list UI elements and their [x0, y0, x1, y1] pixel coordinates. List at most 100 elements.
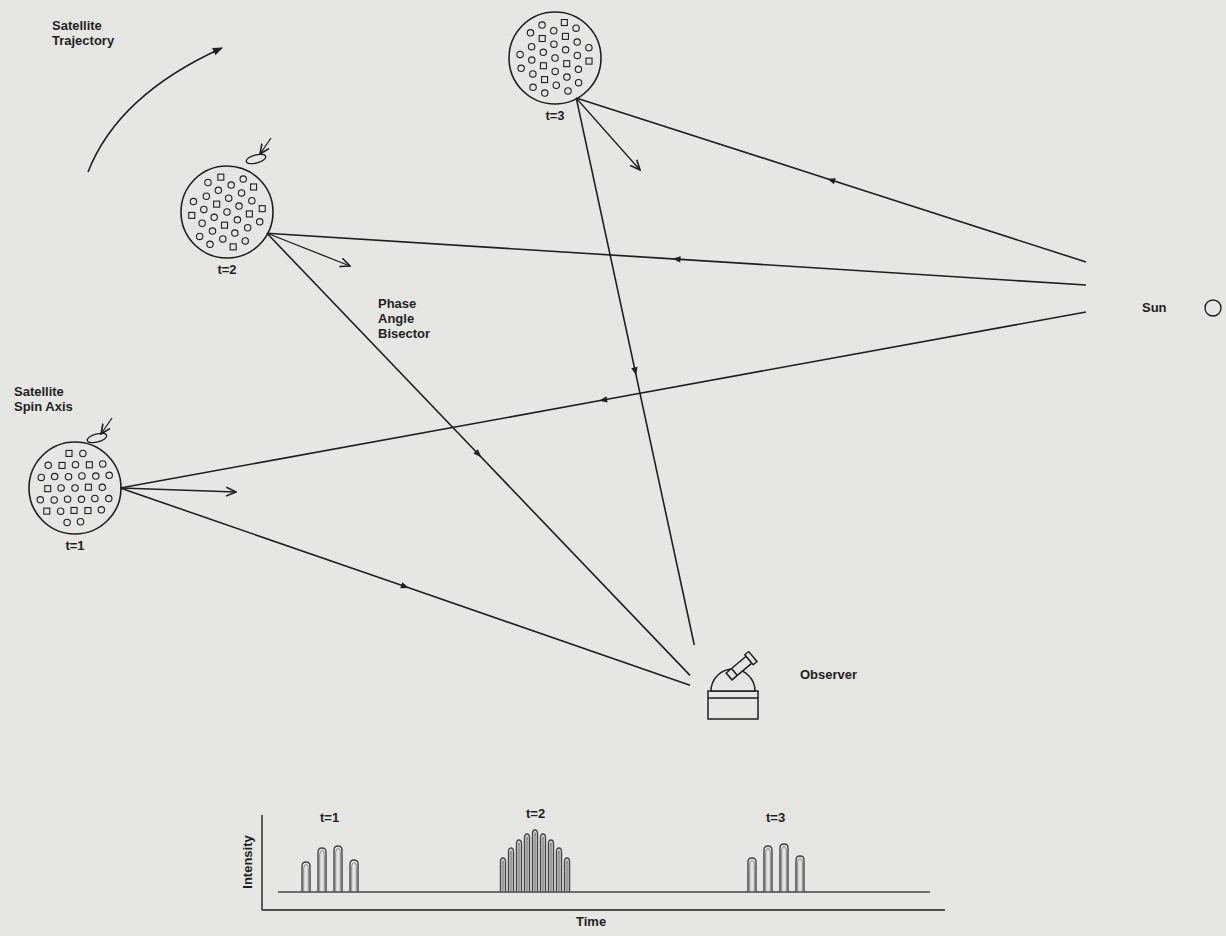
light-ray: [267, 233, 690, 675]
solar-cell: [530, 84, 536, 90]
glint-pulse: [782, 847, 787, 893]
observer-station: Observer: [690, 645, 870, 730]
bisector-label: Phase Angle Bisector: [376, 296, 432, 341]
satellite-body: [507, 10, 603, 106]
glint-pulse: [766, 849, 771, 893]
glint-pulses: [302, 830, 804, 892]
solar-cell: [517, 51, 523, 57]
solar-cell: [203, 193, 209, 199]
solar-cell: [257, 219, 263, 225]
solar-cell: [85, 508, 91, 514]
node-label: t=1: [27, 538, 123, 553]
solar-cell: [106, 472, 112, 478]
solar-cell: [540, 49, 546, 55]
bisector-arrow: [577, 99, 640, 170]
solar-cell: [51, 473, 57, 479]
solar-cell: [215, 187, 221, 193]
solar-cell: [574, 52, 580, 58]
glint-pulse: [525, 834, 530, 892]
satellite-body: [179, 164, 275, 260]
light-ray: [267, 233, 1086, 285]
solar-cell: [72, 485, 78, 491]
glint-pulse: [750, 861, 755, 893]
glint-pulse: [764, 846, 772, 892]
x-axis: [262, 909, 945, 910]
glint-pulse: [534, 833, 536, 893]
solar-cell: [542, 90, 548, 96]
light-ray: [120, 488, 690, 685]
solar-cell: [564, 74, 570, 80]
solar-cell: [45, 462, 51, 468]
solar-cell: [244, 225, 250, 231]
solar-cell: [562, 47, 568, 53]
glint-pulse: [501, 858, 506, 892]
glint-pulse: [565, 858, 570, 892]
solar-cell: [98, 507, 104, 513]
solar-cell: [78, 496, 84, 502]
glint-pulse: [542, 837, 544, 893]
glint-pulse: [541, 834, 546, 892]
pulse-group-label: t=2: [524, 806, 547, 821]
solar-cell: [38, 474, 44, 480]
solar-cell: [57, 508, 63, 514]
solar-cell: [552, 55, 558, 61]
solar-cell: [575, 80, 581, 86]
solar-cell: [230, 244, 236, 250]
solar-cell: [85, 484, 91, 490]
solar-cell: [51, 497, 57, 503]
solar-cell: [199, 220, 205, 226]
light-ray: [576, 98, 1086, 262]
solar-cell: [530, 71, 536, 77]
satellite: t=1: [27, 440, 123, 553]
satellite-outline: [509, 12, 601, 104]
solar-cell: [222, 222, 228, 228]
spin-axis-symbol: [86, 418, 112, 444]
glint-pulse: [550, 843, 552, 893]
solar-cell: [64, 519, 70, 525]
solar-cell: [565, 88, 571, 94]
node-label: t=2: [179, 262, 275, 277]
solar-cell: [539, 22, 545, 28]
solar-cell: [201, 206, 207, 212]
solar-cell: [542, 77, 548, 83]
satellite-outline: [29, 442, 121, 534]
solar-cell: [249, 198, 255, 204]
glint-pulse: [526, 837, 528, 893]
solar-cell: [79, 473, 85, 479]
solar-cell: [80, 450, 86, 456]
solar-cell: [225, 195, 231, 201]
glint-pulse: [509, 848, 514, 892]
node-label: Observer: [800, 645, 870, 682]
glint-pulse: [558, 851, 560, 893]
solar-cell: [552, 68, 558, 74]
solar-cell: [224, 209, 230, 215]
y-axis: [261, 815, 262, 910]
solar-cell: [228, 182, 234, 188]
solar-cell: [209, 228, 215, 234]
solar-cell: [77, 519, 83, 525]
solar-cell: [539, 35, 545, 41]
solar-cell: [259, 206, 265, 212]
solar-cell: [232, 230, 238, 236]
solar-cell: [214, 201, 220, 207]
glint-pulse: [533, 830, 538, 892]
solar-cell: [65, 474, 71, 480]
satellite: t=2: [179, 164, 275, 277]
glint-pulse: [302, 862, 310, 892]
solar-cell: [529, 57, 535, 63]
axis-title: Time: [574, 914, 608, 929]
solar-cell: [586, 44, 592, 50]
solar-cell: [44, 508, 50, 514]
intensity-chart: [262, 815, 945, 910]
satellite: t=3: [507, 10, 603, 123]
solar-cell: [573, 25, 579, 31]
solar-cell: [518, 65, 524, 71]
solar-cell: [551, 28, 557, 34]
solar-cell: [575, 66, 581, 72]
glint-pulse: [334, 846, 342, 892]
glint-pulse: [517, 840, 522, 892]
solar-cell: [246, 211, 252, 217]
glint-pulse: [566, 861, 568, 893]
